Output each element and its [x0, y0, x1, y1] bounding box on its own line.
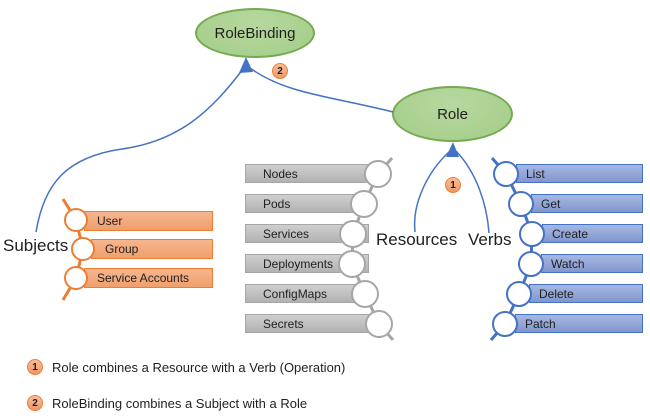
- role-node-label: Role: [437, 105, 468, 123]
- badge-2: 2: [272, 63, 288, 79]
- verb-bar-get: Get: [531, 194, 643, 213]
- pin-circle-icon: [508, 191, 534, 217]
- verb-bar-get-label: Get: [541, 196, 561, 211]
- verb-bar-watch: Watch: [541, 254, 643, 273]
- arrow-verbs-to-role: [455, 150, 490, 234]
- legend-text-1: Role combines a Resource with a Verb (Op…: [52, 359, 346, 375]
- resource-bar-configmaps-label: ConfigMaps: [263, 286, 328, 301]
- pin-circle-icon: [493, 161, 519, 187]
- rolebinding-node: RoleBinding: [195, 8, 315, 58]
- pin-circle-icon: [506, 281, 532, 307]
- resource-bar-deployments: Deployments: [245, 254, 369, 273]
- subject-bar-user: User: [84, 211, 213, 231]
- arrowhead-role: [446, 142, 459, 157]
- verb-bar-delete-label: Delete: [539, 286, 574, 301]
- resource-bar-pods: Pods: [245, 194, 369, 213]
- role-node: Role: [392, 86, 513, 142]
- resource-bar-nodes-label: Nodes: [263, 166, 298, 181]
- rolebinding-node-label: RoleBinding: [214, 24, 296, 42]
- resource-bar-nodes: Nodes: [245, 164, 369, 183]
- verb-bar-patch: Patch: [515, 314, 643, 333]
- resource-bar-deployments-label: Deployments: [263, 256, 334, 271]
- resource-bar-services: Services: [245, 224, 369, 243]
- badge-1: 1: [445, 177, 461, 193]
- resources-label: Resources: [376, 230, 458, 249]
- legend-item-2: 2 RoleBinding combines a Subject with a …: [27, 395, 307, 411]
- arrowhead-rolebinding: [239, 57, 253, 73]
- resource-bar-pods-label: Pods: [263, 196, 291, 211]
- verb-bar-list-label: List: [526, 166, 545, 181]
- verb-bar-list: List: [516, 164, 643, 183]
- legend-item-1: 1 Role combines a Resource with a Verb (…: [27, 359, 345, 375]
- legend-badge-1: 1: [27, 359, 43, 375]
- pin-circle-icon: [365, 310, 393, 338]
- arrow-resources-to-role: [413, 150, 451, 233]
- verb-bar-delete: Delete: [529, 284, 643, 303]
- subject-bar-group-label: Group: [105, 242, 139, 256]
- verb-bar-create: Create: [542, 224, 643, 243]
- pin-circle-icon: [519, 221, 545, 247]
- resource-bar-secrets-label: Secrets: [263, 316, 304, 331]
- resource-bar-configmaps: ConfigMaps: [245, 284, 369, 303]
- resource-bar-services-label: Services: [263, 226, 310, 241]
- verb-bar-patch-label: Patch: [525, 316, 556, 331]
- arrow-role-to-rolebinding: [249, 67, 394, 113]
- arrow-subjects-to-rolebinding: [35, 68, 244, 233]
- subjects-label: Subjects: [3, 236, 69, 255]
- verb-bar-create-label: Create: [552, 226, 589, 241]
- legend-text-2: RoleBinding combines a Subject with a Ro…: [52, 395, 308, 411]
- pin-circle-icon: [492, 311, 518, 337]
- pin-circle-icon: [518, 251, 544, 277]
- verb-bar-watch-label: Watch: [551, 256, 585, 271]
- resource-bar-secrets: Secrets: [245, 314, 369, 333]
- legend-badge-2: 2: [27, 395, 43, 411]
- subject-bar-service-accounts: Service Accounts: [84, 268, 213, 288]
- subject-bar-user-label: User: [97, 214, 123, 228]
- subject-bar-group: Group: [91, 239, 213, 259]
- verbs-label: Verbs: [468, 230, 512, 249]
- subject-bar-service-accounts-label: Service Accounts: [97, 271, 190, 285]
